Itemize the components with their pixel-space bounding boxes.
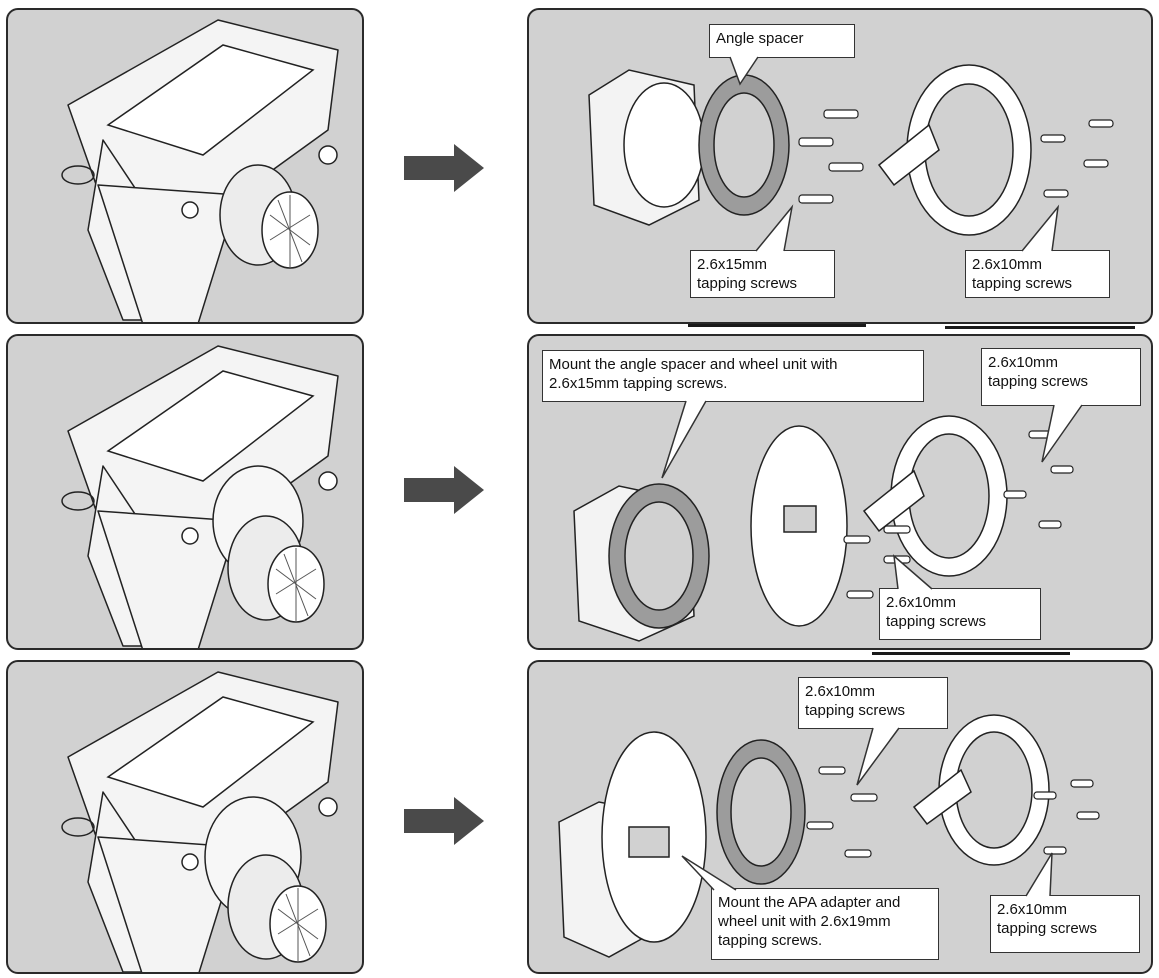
arrow-icon (404, 144, 484, 192)
divider-strip (688, 324, 866, 327)
callout-pointer (729, 56, 759, 86)
callout-mount-angle-spacer: Mount the angle spacer and wheel unit wi… (542, 350, 924, 402)
callout-pointer (893, 554, 933, 590)
callout-2-6x10mm-screws: 2.6x10mm tapping screws (965, 250, 1110, 298)
divider-strip (872, 652, 1070, 655)
callout-pointer (755, 204, 794, 252)
callout-2-6x15mm-screws: 2.6x15mm tapping screws (690, 250, 835, 298)
exploded-parts-illustration-2 (573, 415, 1074, 642)
exploded-parts-illustration-1 (588, 64, 1114, 236)
callout-2-6x10mm-screws: 2.6x10mm tapping screws (879, 588, 1041, 640)
callout-mount-apa-adapter: Mount the APA adapter and wheel unit wit… (711, 888, 939, 960)
arrow-icon (404, 466, 484, 514)
transmitter-panel-1 (6, 8, 364, 324)
divider-strip (945, 326, 1135, 329)
transmitter-panel-2 (6, 334, 364, 650)
transmitter-illustration-2 (61, 345, 339, 648)
callout-pointer (1025, 852, 1053, 897)
exploded-parts-illustration-3 (558, 714, 1100, 958)
callout-2-6x10mm-screws: 2.6x10mm tapping screws (798, 677, 948, 729)
callout-pointer (1021, 204, 1060, 252)
callout-pointer (1041, 404, 1083, 463)
callout-2-6x10mm-screws: 2.6x10mm tapping screws (990, 895, 1140, 953)
callout-pointer (856, 727, 900, 786)
callout-angle-spacer: Angle spacer (709, 24, 855, 58)
callout-pointer (681, 855, 737, 891)
arrow-icon (404, 797, 484, 845)
transmitter-illustration-3 (61, 671, 339, 972)
callout-pointer (661, 400, 707, 479)
callout-2-6x10mm-screws: 2.6x10mm tapping screws (981, 348, 1141, 406)
transmitter-panel-3 (6, 660, 364, 974)
transmitter-illustration-1 (61, 19, 339, 322)
